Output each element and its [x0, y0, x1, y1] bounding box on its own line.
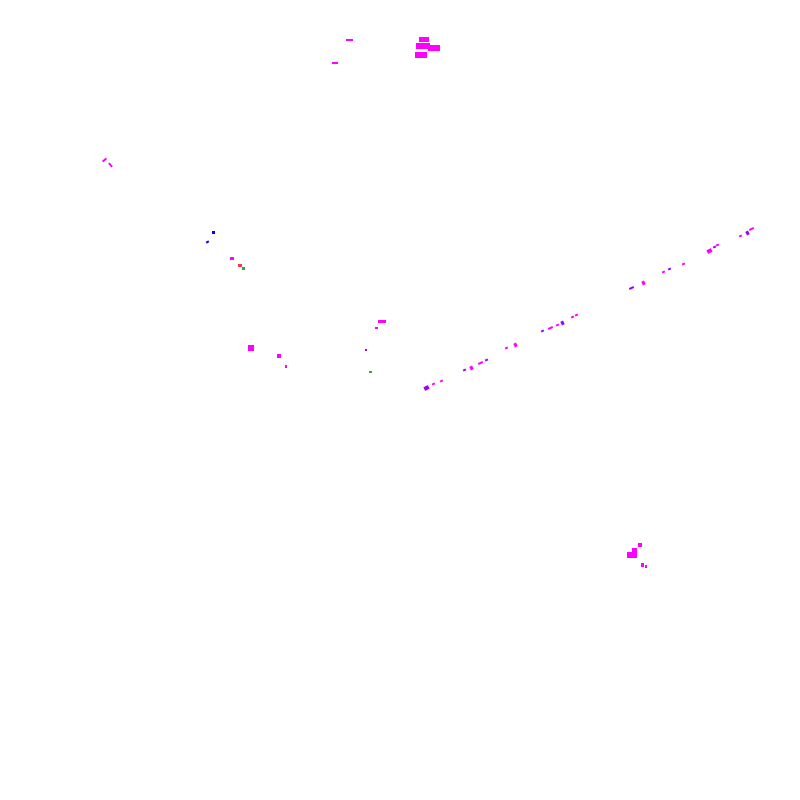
- point-fragment-15: [285, 365, 287, 368]
- point-fragment-11: [238, 264, 242, 267]
- point-fragment-35: [628, 286, 635, 290]
- point-fragment-26: [484, 358, 489, 362]
- point-fragment-27: [504, 346, 509, 350]
- point-fragment-20: [423, 385, 430, 391]
- point-fragment-18: [365, 349, 367, 351]
- point-fragment-29: [540, 329, 545, 333]
- point-fragment-41: [712, 245, 717, 249]
- point-fragment-43: [738, 234, 743, 238]
- point-fragment-7: [108, 162, 113, 168]
- point-fragment-24: [469, 365, 474, 371]
- point-fragment-17: [375, 327, 378, 329]
- point-fragment-22: [439, 379, 444, 383]
- point-fragment-13: [248, 345, 254, 351]
- point-fragment-40: [706, 248, 713, 254]
- point-fragment-5: [415, 52, 427, 58]
- point-fragment-49: [641, 563, 644, 567]
- point-fragment-8: [212, 231, 215, 234]
- point-fragment-14: [277, 354, 281, 358]
- point-fragment-6: [101, 157, 108, 163]
- point-fragment-39: [681, 262, 686, 266]
- point-fragment-21: [431, 382, 436, 386]
- point-fragment-32: [560, 320, 565, 326]
- point-fragment-47: [632, 548, 637, 558]
- point-fragment-10: [230, 257, 234, 260]
- point-fragment-38: [667, 267, 672, 271]
- point-fragment-12: [242, 267, 245, 270]
- point-fragment-1: [332, 62, 338, 64]
- point-fragment-30: [547, 326, 554, 330]
- point-fragment-28: [513, 342, 518, 348]
- point-fragment-34: [574, 313, 579, 317]
- point-fragment-0: [346, 39, 353, 41]
- point-fragment-19: [369, 371, 372, 373]
- point-fragment-16: [378, 320, 386, 323]
- point-fragment-42: [715, 243, 720, 247]
- point-fragment-23: [462, 368, 467, 372]
- point-fragment-45: [748, 227, 755, 231]
- point-fragment-2: [419, 37, 429, 42]
- point-fragment-50: [645, 565, 647, 568]
- point-fragment-31: [555, 323, 560, 327]
- point-fragment-9: [205, 240, 210, 244]
- point-fragment-25: [477, 361, 484, 365]
- point-fragment-44: [745, 230, 750, 236]
- point-fragment-37: [661, 270, 666, 274]
- point-fragment-3: [416, 43, 430, 49]
- point-fragment-33: [570, 315, 575, 319]
- point-fragment-4: [428, 45, 440, 51]
- point-fragment-36: [641, 280, 646, 286]
- point-fragment-48: [638, 543, 642, 547]
